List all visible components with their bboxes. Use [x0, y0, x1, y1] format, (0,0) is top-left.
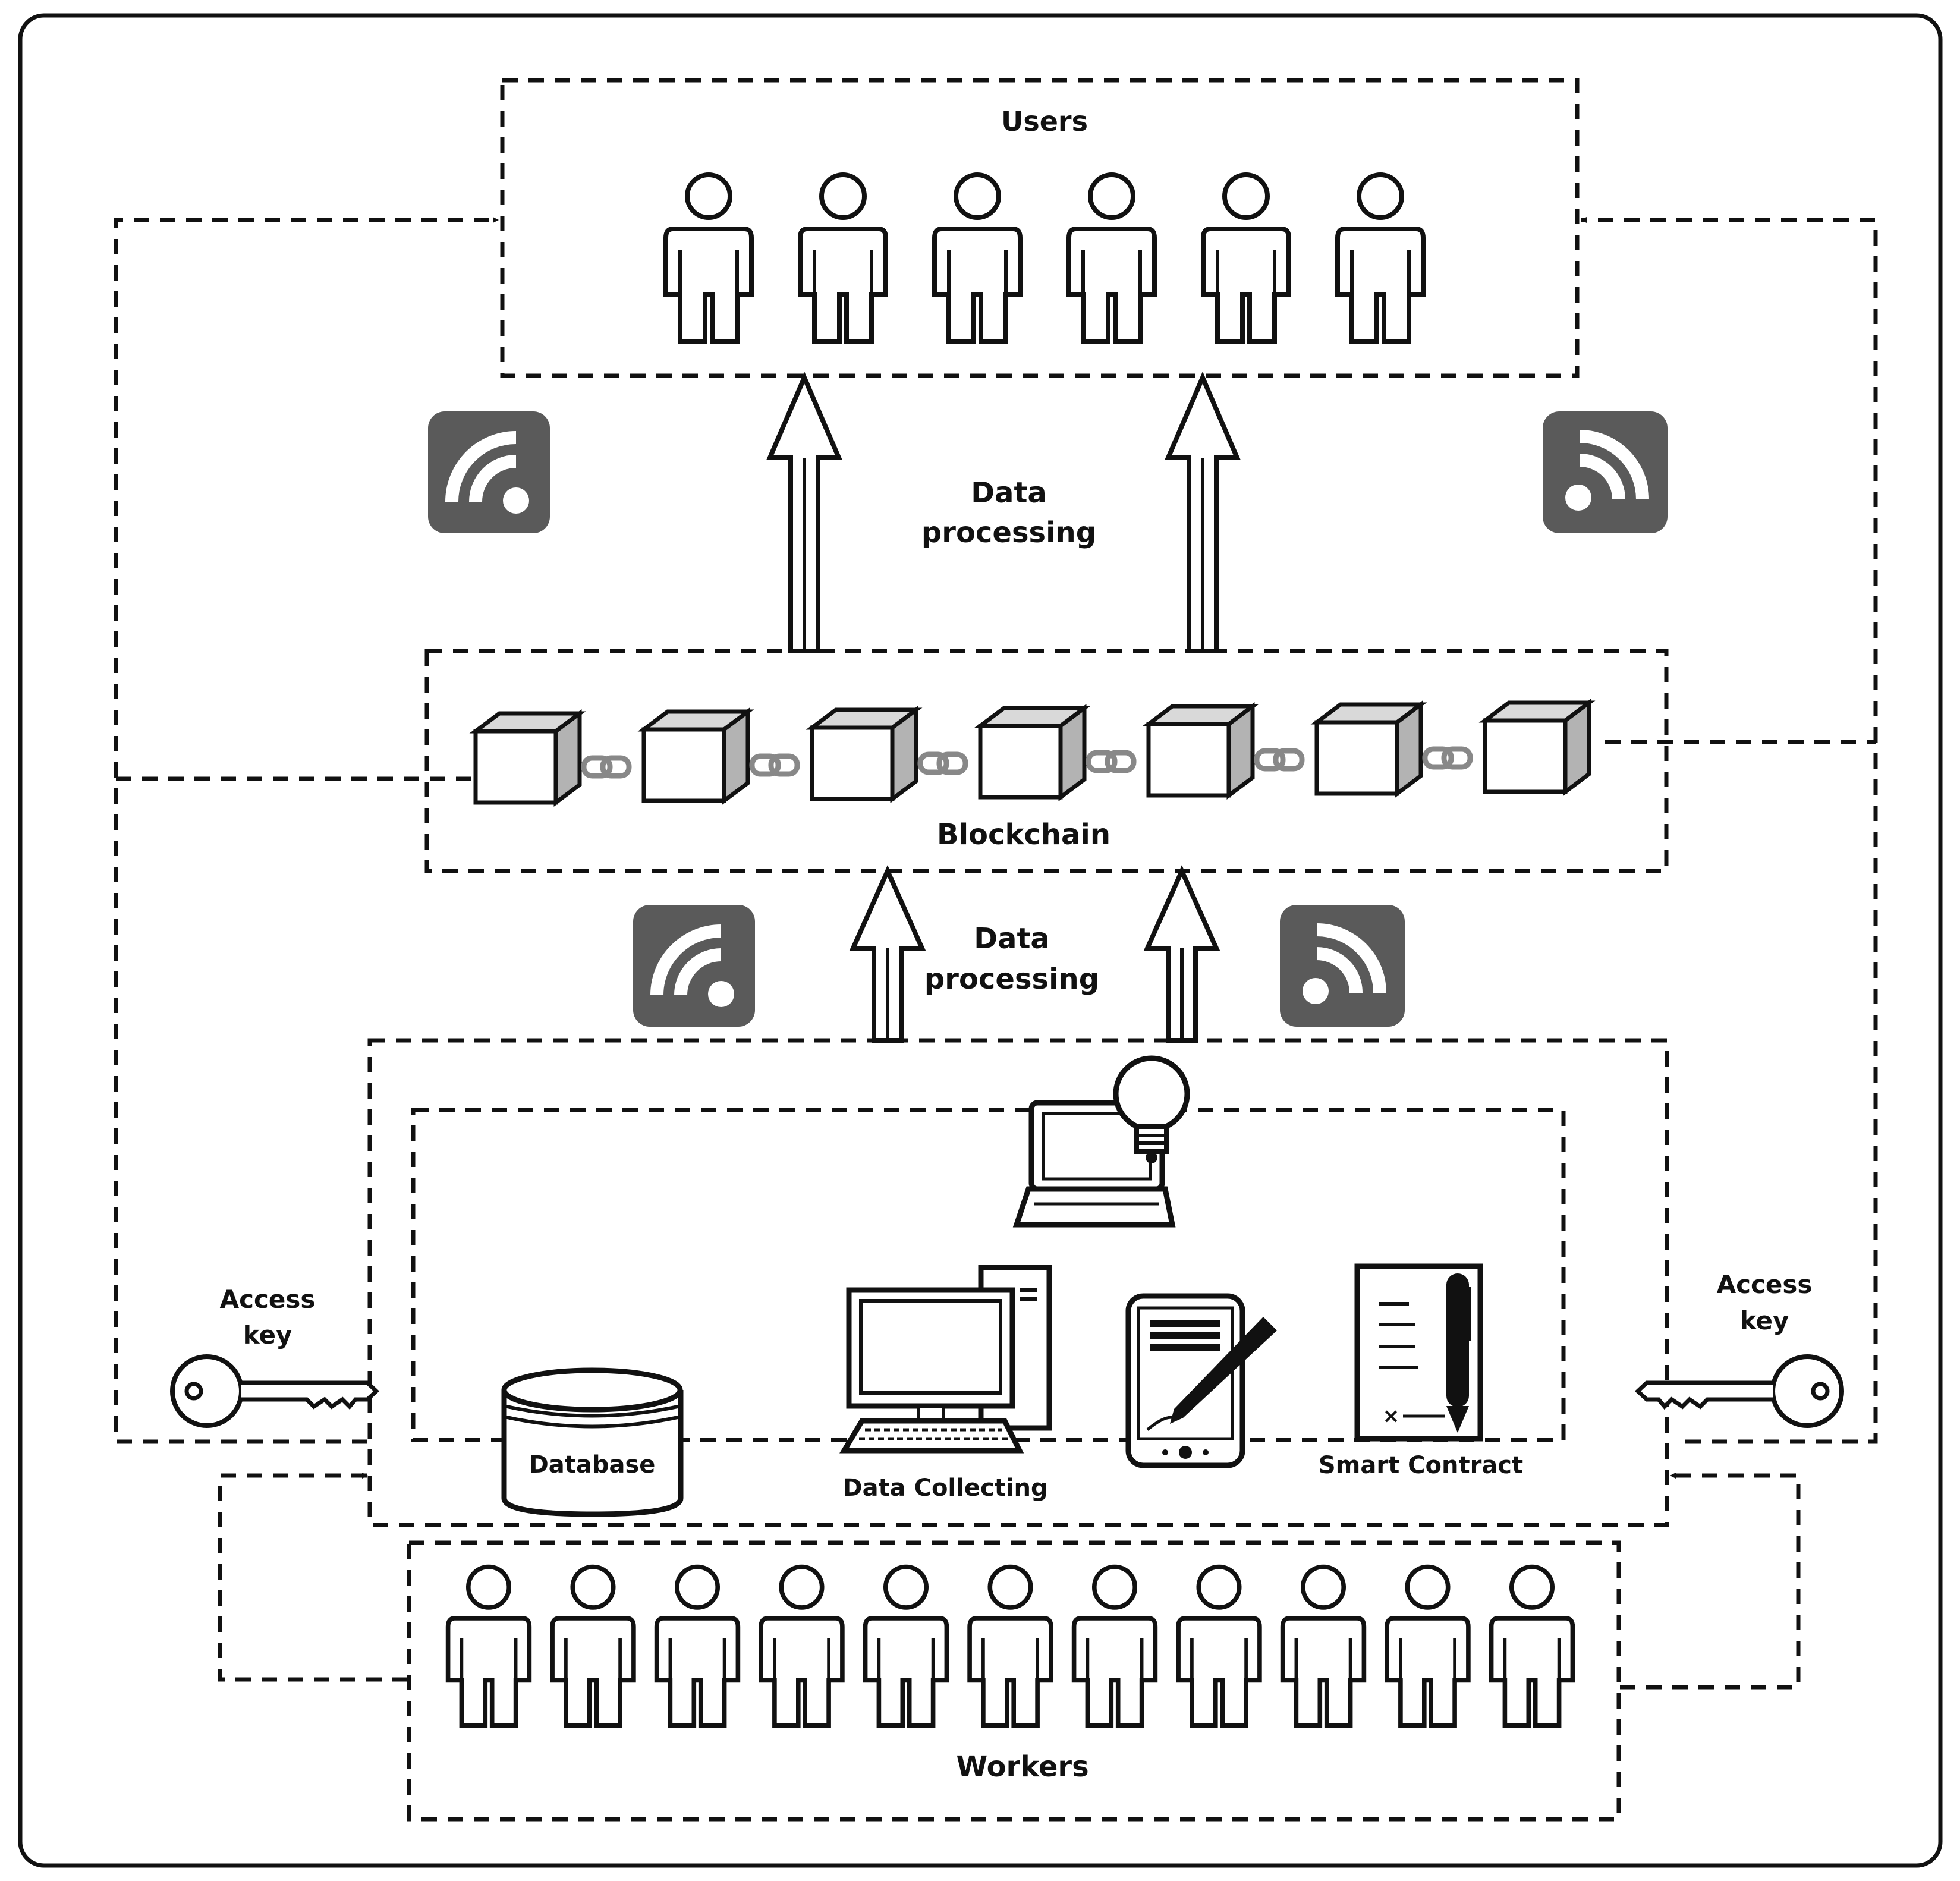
- tablet-pen-icon: [1125, 1293, 1277, 1468]
- block-icon: [644, 712, 748, 801]
- access-key-right-line2: key: [1740, 1306, 1789, 1335]
- person-icon: [448, 1567, 530, 1726]
- data-processing-top-line1: Data: [971, 476, 1047, 509]
- person-icon: [1492, 1567, 1573, 1726]
- smart-contract-label: Smart Contract: [1319, 1452, 1523, 1479]
- blockchain-box: [424, 649, 1669, 873]
- feed-icon: [633, 905, 755, 1027]
- chain-link-icon: [752, 756, 797, 774]
- person-icon: [970, 1567, 1051, 1726]
- person-icon: [1338, 175, 1423, 342]
- workers-box: [407, 1540, 1621, 1822]
- person-icon: [666, 175, 751, 342]
- person-icon: [935, 175, 1020, 342]
- person-icon: [866, 1567, 947, 1726]
- chain-link-icon: [1257, 751, 1302, 769]
- feed-icon: [1280, 905, 1405, 1027]
- workers-group: Workers: [407, 1540, 1621, 1822]
- users-label: Users: [1001, 105, 1088, 137]
- feed-icon: [1543, 411, 1668, 533]
- workers-row: [448, 1567, 1573, 1726]
- contract-icon: ×: [1354, 1263, 1483, 1442]
- person-icon: [1178, 1567, 1260, 1726]
- users-row: [666, 175, 1423, 342]
- data-collecting-label: Data Collecting: [842, 1474, 1047, 1502]
- chain-link-icon: [920, 754, 965, 772]
- up-arrow: [766, 371, 843, 653]
- data-processing-mid-line2: processing: [924, 962, 1099, 996]
- block-icon: [476, 713, 580, 803]
- database-label: Database: [529, 1451, 656, 1479]
- block-icon: [812, 710, 916, 799]
- block-icon: [1149, 706, 1253, 795]
- blockchain-group: Blockchain: [424, 649, 1669, 873]
- blocks-row: [476, 703, 1589, 803]
- person-icon: [1387, 1567, 1468, 1726]
- person-icon: [552, 1567, 634, 1726]
- person-icon: [1074, 1567, 1156, 1726]
- block-icon: [1317, 704, 1421, 794]
- block-icon: [1485, 703, 1589, 792]
- person-icon: [657, 1567, 738, 1726]
- users-group: Users: [500, 78, 1580, 378]
- person-icon: [1203, 175, 1289, 342]
- access-key-left-line1: Access: [220, 1285, 316, 1314]
- up-arrow: [849, 865, 926, 1043]
- access-key-left-line2: key: [243, 1320, 292, 1350]
- person-icon: [1283, 1567, 1364, 1726]
- chain-link-icon: [1425, 749, 1470, 767]
- chain-link-icon: [584, 758, 629, 776]
- computer-icon: [839, 1265, 1052, 1454]
- connector-lines: [114, 217, 1878, 1690]
- users-box: [500, 78, 1580, 378]
- outer-border: [18, 13, 1943, 1868]
- up-arrow: [1164, 371, 1241, 653]
- key-icon: [172, 1357, 376, 1426]
- lightbulb-icon: [1113, 1055, 1190, 1163]
- access-key-right-line1: Access: [1717, 1270, 1813, 1299]
- blockchain-label: Blockchain: [937, 818, 1110, 851]
- data-processing-mid-line1: Data: [974, 922, 1050, 955]
- block-icon: [980, 708, 1084, 797]
- database-icon: [501, 1367, 684, 1517]
- data-processing-top-line2: processing: [921, 516, 1096, 549]
- workers-label: Workers: [956, 1750, 1088, 1784]
- chain-link-icon: [1088, 753, 1134, 770]
- feed-icon: [428, 411, 550, 533]
- person-icon: [761, 1567, 842, 1726]
- person-icon: [800, 175, 886, 342]
- up-arrow: [1143, 865, 1220, 1043]
- svg-text:×: ×: [1383, 1404, 1400, 1428]
- person-icon: [1069, 175, 1154, 342]
